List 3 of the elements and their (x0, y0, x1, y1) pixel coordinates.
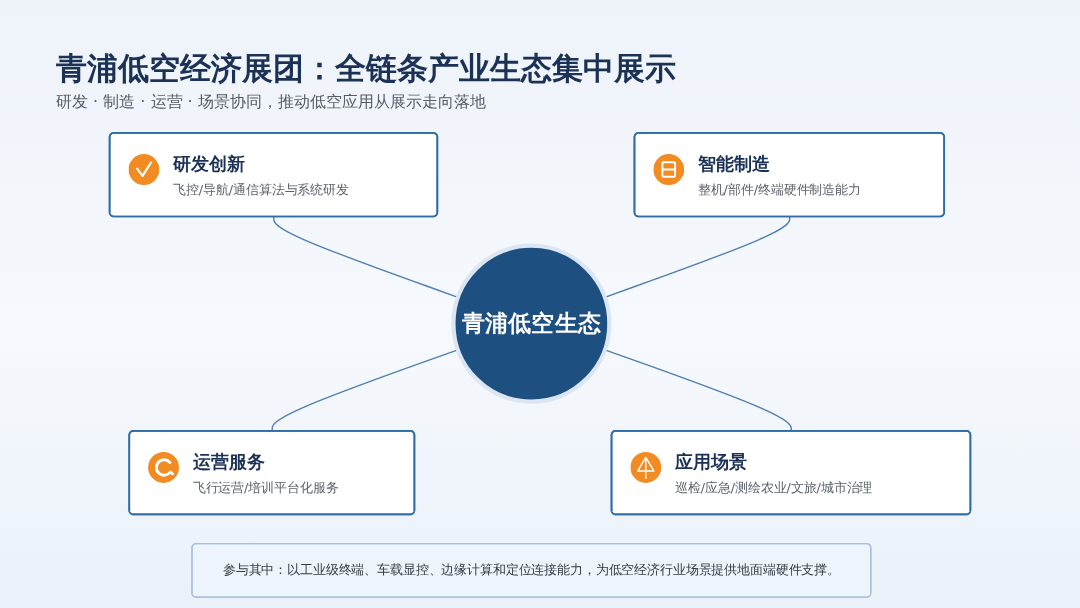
subtitle: 研发 · 制造 · 运营 · 场景协同，推动低空应用从展示走向落地 (56, 92, 486, 113)
node-circle: 青浦低空生态 (451, 243, 612, 404)
title: 青浦低空经济展团：全链条产业生态集中展示 (56, 49, 676, 88)
